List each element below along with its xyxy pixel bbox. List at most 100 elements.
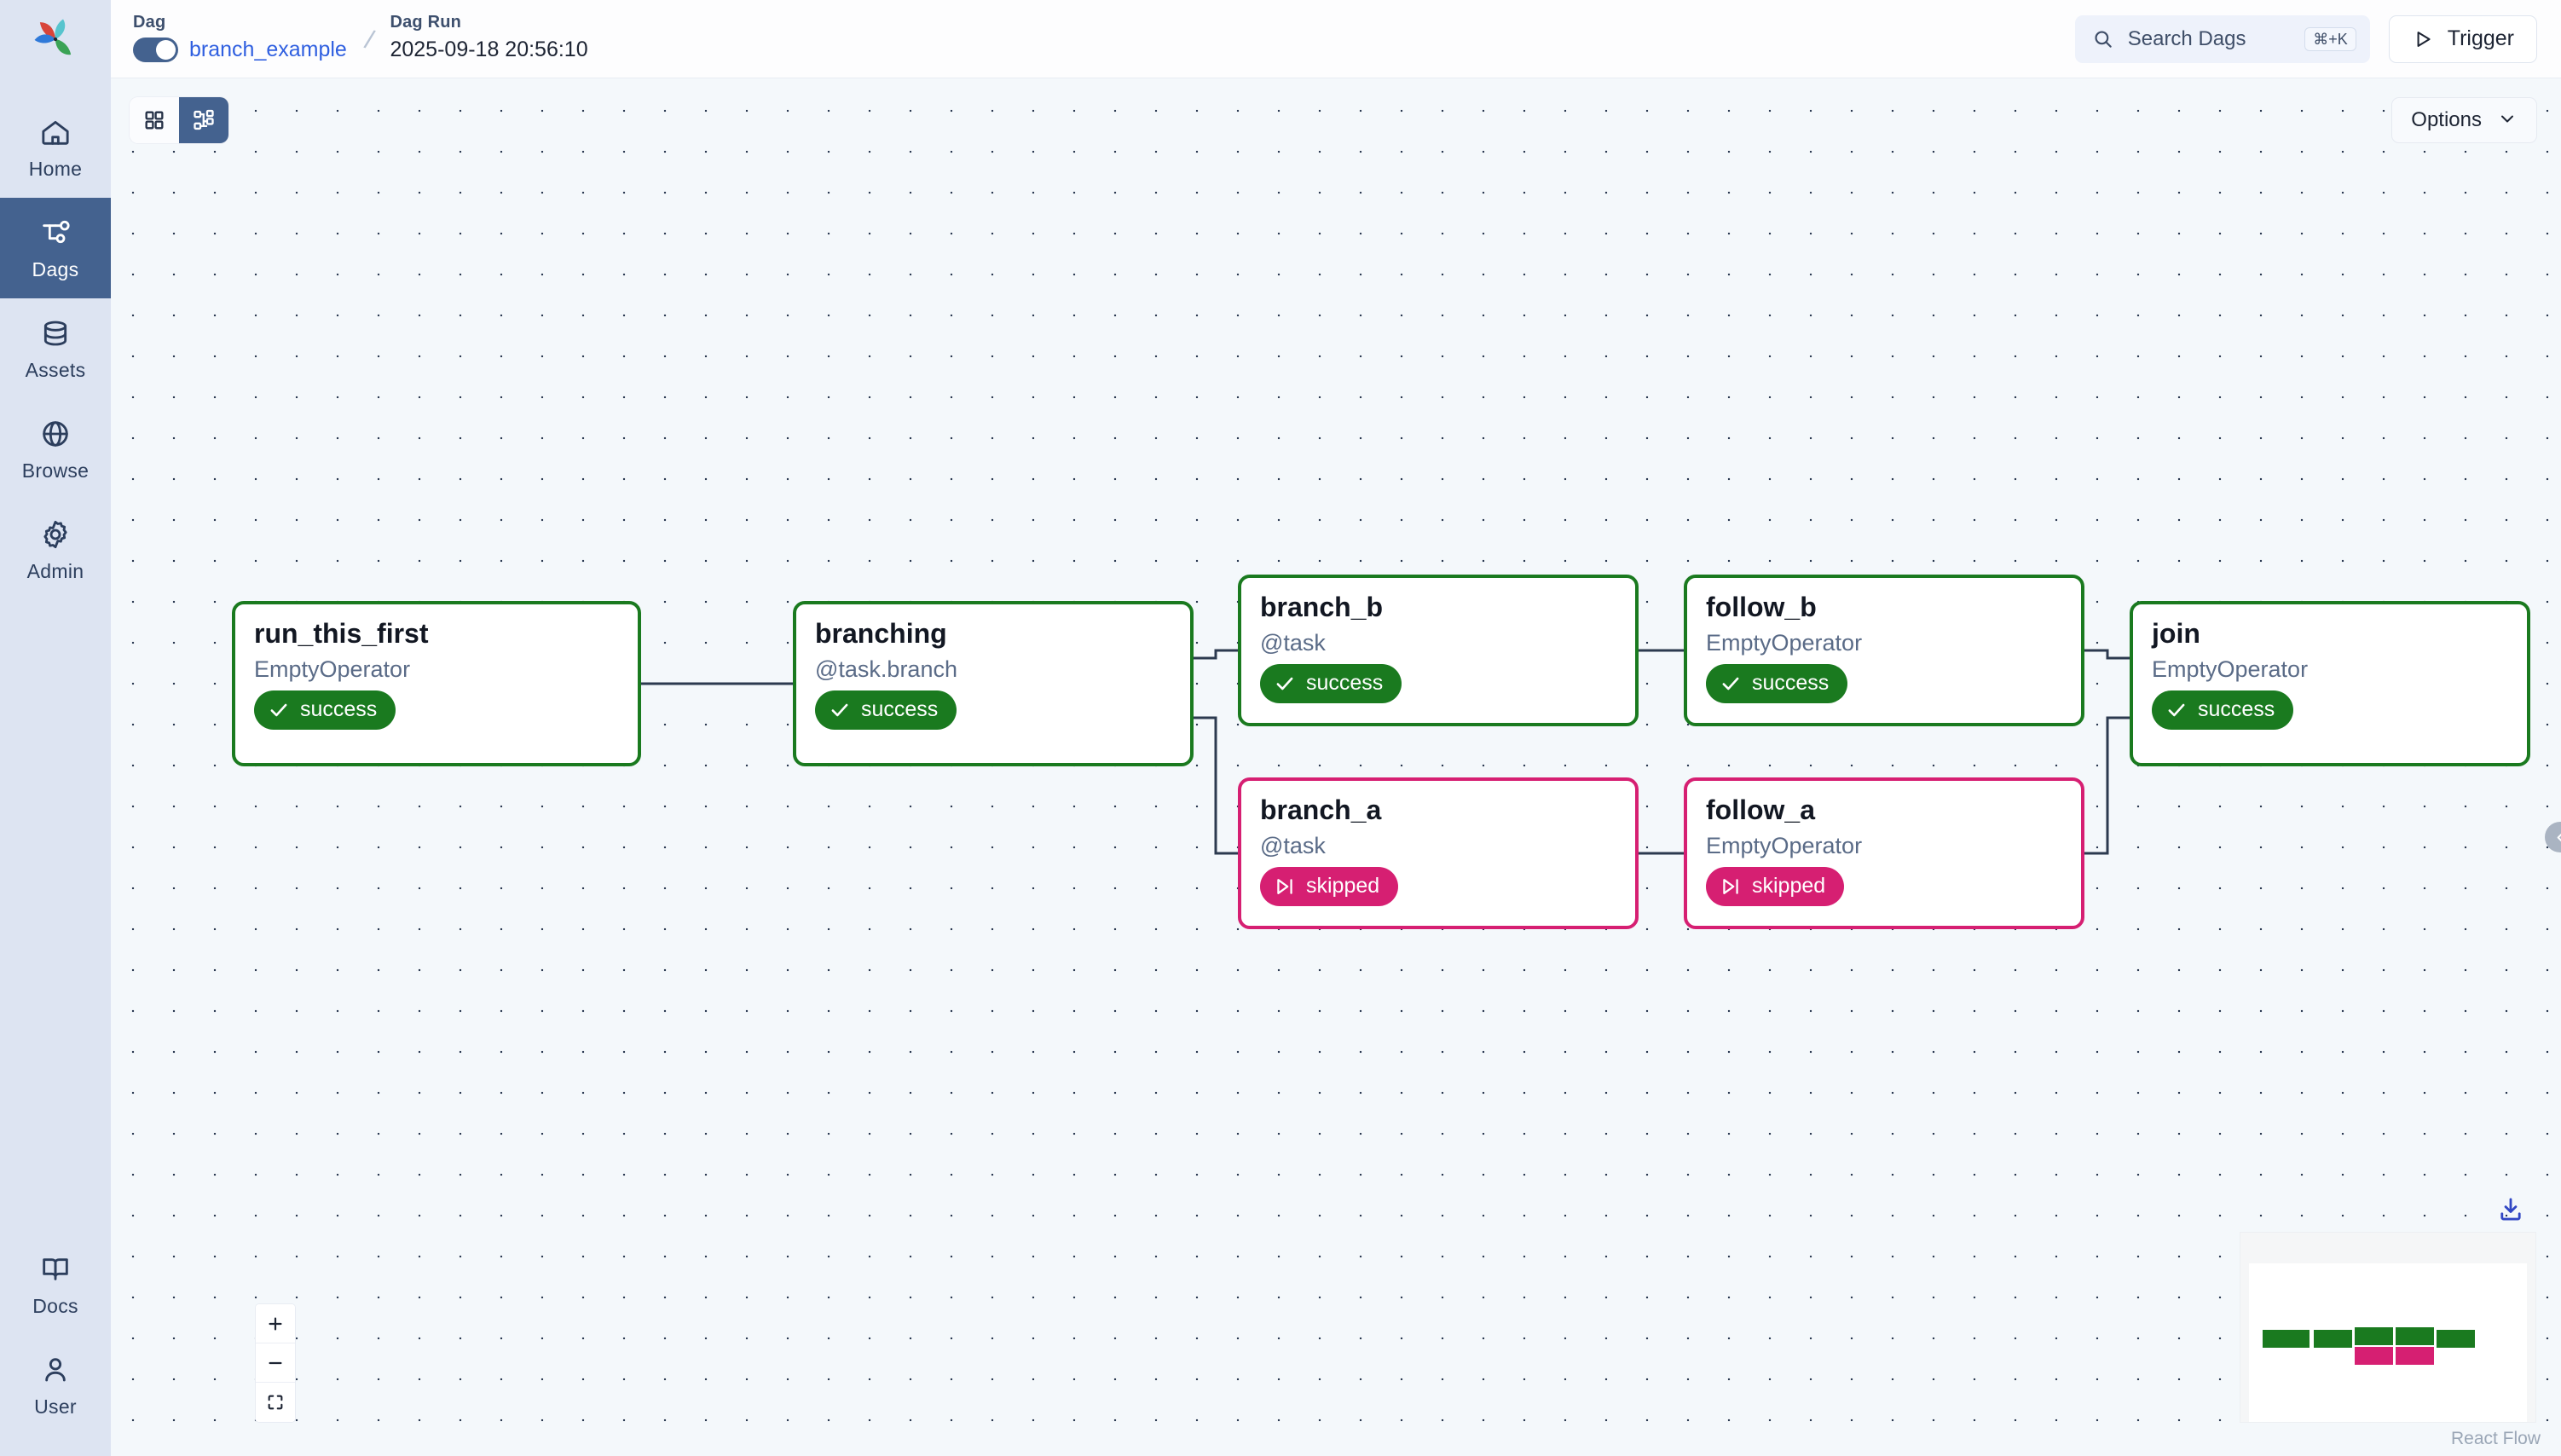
react-flow-credit: React Flow — [2450, 1429, 2541, 1448]
sidebar: Home Dags — [0, 0, 111, 1456]
edge-branching-branch_b — [1194, 649, 1238, 660]
dagrun-kicker-label: Dag Run — [390, 12, 462, 32]
panel-collapse-handle[interactable] — [2545, 822, 2561, 852]
dagrun-timestamp[interactable]: 2025-09-18 20:56:10 — [390, 38, 588, 61]
breadcrumb-separator: / — [361, 24, 378, 55]
sidebar-item-dags[interactable]: Dags — [0, 198, 111, 298]
minimap-node — [2355, 1327, 2393, 1345]
sidebar-item-label: Admin — [26, 559, 84, 582]
sidebar-item-label: Dags — [32, 257, 79, 280]
graph-canvas[interactable]: Options — [111, 78, 2561, 1456]
minimap-node — [2355, 1347, 2393, 1365]
minimap-node — [2396, 1327, 2434, 1345]
download-image-button[interactable] — [2496, 1195, 2525, 1224]
canvas-toolbar: Options — [130, 97, 2537, 143]
view-toggle-group — [130, 97, 228, 143]
sidebar-item-docs[interactable]: Docs — [0, 1234, 111, 1335]
header-actions: Search Dags ⌘+K Trigger — [2074, 14, 2537, 63]
admin-gear-icon — [38, 517, 72, 552]
task-node-operator: EmptyOperator — [2152, 656, 2309, 682]
task-node-title: branch_b — [1260, 592, 1384, 622]
sidebar-item-home[interactable]: Home — [0, 97, 111, 198]
sidebar-nav-top: Home Dags — [0, 97, 111, 600]
minimap-viewport — [2249, 1263, 2527, 1422]
task-node-operator: @task.branch — [815, 656, 957, 682]
zoom-in-button[interactable] — [256, 1304, 295, 1343]
task-state-label: skipped — [1306, 874, 1380, 898]
minimap-node — [2314, 1330, 2352, 1348]
graph-minimap[interactable] — [2240, 1233, 2535, 1422]
task-node-operator: EmptyOperator — [254, 656, 411, 682]
check-icon — [2165, 699, 2188, 721]
task-node-join[interactable]: join EmptyOperator success — [2130, 601, 2530, 766]
search-dags-button[interactable]: Search Dags ⌘+K — [2074, 14, 2370, 63]
sidebar-nav-bottom: Docs User — [0, 1234, 111, 1456]
task-state-badge: success — [1260, 663, 1402, 703]
home-icon — [38, 115, 72, 149]
dag-pause-toggle[interactable] — [133, 38, 178, 62]
dag-name-link[interactable]: branch_example — [189, 38, 347, 61]
sidebar-item-user[interactable]: User — [0, 1335, 111, 1436]
search-dags-label: Search Dags — [2127, 26, 2246, 50]
edge-branching-branch_a — [1194, 716, 1238, 855]
task-state-badge: success — [254, 690, 396, 730]
task-node-title: branching — [815, 618, 947, 649]
sidebar-item-admin[interactable]: Admin — [0, 500, 111, 600]
check-icon — [829, 699, 851, 721]
task-node-title: follow_b — [1706, 592, 1817, 622]
task-node-branch_b[interactable]: branch_b @task success — [1238, 575, 1639, 726]
breadcrumb: Dag branch_example / Dag Run 2025-09-18 … — [133, 13, 588, 66]
task-node-operator: @task — [1260, 832, 1326, 858]
assets-database-icon — [38, 316, 72, 350]
graph-view-button[interactable] — [179, 97, 228, 143]
breadcrumb-dag: Dag branch_example — [133, 13, 347, 66]
dags-icon — [38, 216, 72, 250]
task-state-label: success — [1306, 671, 1384, 696]
task-state-badge: skipped — [1706, 866, 1845, 906]
task-node-run_this_first[interactable]: run_this_first EmptyOperator success — [232, 601, 641, 766]
minimap-node — [2437, 1330, 2475, 1348]
sidebar-item-browse[interactable]: Browse — [0, 399, 111, 500]
task-node-title: follow_a — [1706, 794, 1816, 825]
sidebar-item-label: User — [34, 1395, 77, 1418]
task-state-label: success — [861, 697, 939, 722]
task-state-label: success — [2198, 697, 2275, 722]
search-shortcut-badge: ⌘+K — [2304, 26, 2356, 51]
breadcrumb-dagrun: Dag Run 2025-09-18 20:56:10 — [390, 13, 587, 66]
sidebar-item-label: Home — [28, 157, 83, 180]
main-area: Dag branch_example / Dag Run 2025-09-18 … — [111, 0, 2561, 1456]
task-state-label: skipped — [1752, 874, 1826, 898]
search-icon — [2092, 28, 2114, 50]
task-node-follow_a[interactable]: follow_a EmptyOperator skipped — [1684, 777, 2084, 929]
dag-kicker-label: Dag — [133, 12, 166, 32]
task-node-title: branch_a — [1260, 794, 1382, 825]
sidebar-item-assets[interactable]: Assets — [0, 298, 111, 399]
task-state-badge: skipped — [1260, 866, 1399, 906]
options-button[interactable]: Options — [2391, 97, 2537, 143]
task-node-follow_b[interactable]: follow_b EmptyOperator success — [1684, 575, 2084, 726]
edge-follow_a-join — [2084, 716, 2130, 855]
trigger-button[interactable]: Trigger — [2388, 14, 2537, 63]
task-node-branching[interactable]: branching @task.branch success — [793, 601, 1194, 766]
airflow-pinwheel-logo[interactable] — [0, 0, 111, 78]
task-state-label: success — [1752, 671, 1830, 696]
docs-book-icon — [38, 1252, 72, 1286]
fit-view-button[interactable] — [256, 1383, 295, 1422]
zoom-controls — [256, 1304, 295, 1422]
task-state-label: success — [300, 697, 378, 722]
check-icon — [1274, 673, 1296, 695]
minimap-node — [2263, 1330, 2310, 1348]
task-state-badge: success — [815, 690, 957, 730]
sidebar-item-label: Docs — [32, 1294, 78, 1317]
grid-view-button[interactable] — [130, 97, 179, 143]
browse-globe-icon — [38, 417, 72, 451]
minimap-node — [2396, 1347, 2434, 1365]
task-state-badge: success — [2152, 690, 2294, 730]
user-person-icon — [38, 1353, 72, 1387]
check-icon — [1720, 673, 1742, 695]
graph-edges — [641, 649, 2130, 855]
zoom-out-button[interactable] — [256, 1343, 295, 1383]
trigger-label: Trigger — [2447, 26, 2514, 50]
task-node-branch_a[interactable]: branch_a @task skipped — [1238, 777, 1639, 929]
task-node-operator: EmptyOperator — [1706, 832, 1863, 858]
